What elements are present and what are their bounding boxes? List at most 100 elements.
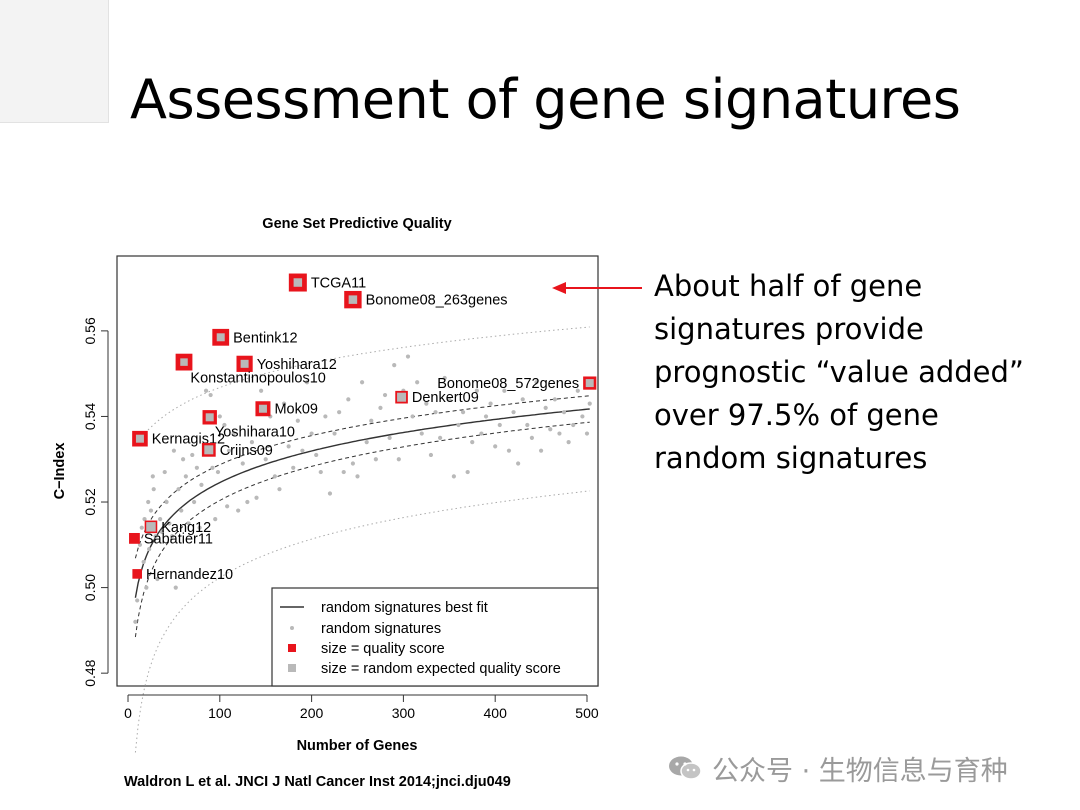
random-signature-point (516, 461, 521, 466)
random-signature-point (438, 435, 443, 440)
random-signature-point (506, 448, 512, 453)
random-signature-point (415, 380, 420, 385)
random-signature-point (281, 401, 287, 406)
callout-text: About half of gene signatures provide pr… (654, 265, 1054, 480)
signature-label: Bonome08_263genes (366, 293, 508, 309)
random-signature-point (538, 448, 544, 453)
random-signature-point (525, 422, 530, 428)
random-signature-point (424, 401, 429, 406)
inner-band-lower (134, 421, 590, 638)
random-signature-point (162, 469, 167, 475)
slide-title: Assessment of gene signatures (130, 68, 961, 131)
random-signature-point (254, 495, 259, 500)
y-tick-label: 0.50 (82, 574, 98, 601)
random-signature-point (133, 619, 138, 624)
random-signature-point (159, 529, 165, 535)
signature-expected-marker (204, 445, 214, 455)
signature-label: Kang12 (161, 520, 211, 536)
callout-line: prognostic “value added” (654, 355, 1024, 389)
signature-label: Yoshihara12 (257, 357, 337, 373)
random-signature-point (392, 363, 397, 368)
random-signature-point (147, 546, 152, 552)
x-axis-label: Number of Genes (297, 738, 418, 754)
random-signature-point (341, 469, 346, 475)
random-signature-point (309, 431, 314, 436)
random-signature-point (263, 457, 268, 462)
random-signature-point (520, 397, 525, 402)
random-signature-point (141, 559, 146, 565)
random-signature-point (180, 457, 186, 462)
random-signature-point (231, 431, 236, 436)
outer-band-lower (134, 490, 590, 753)
random-signature-point (465, 469, 470, 475)
random-signature-point (337, 410, 342, 415)
callout-arrow (552, 282, 642, 294)
random-signature-point (213, 517, 218, 522)
random-signature-point (587, 401, 592, 406)
random-signature-point (153, 534, 158, 539)
signature-expected-marker (397, 392, 407, 402)
y-tick-label: 0.48 (82, 659, 98, 686)
random-signature-point (474, 388, 479, 393)
random-signature-point (355, 474, 360, 479)
random-signature-point (364, 440, 369, 445)
random-signature-point (497, 422, 502, 428)
random-signature-point (240, 461, 245, 466)
signature-expected-marker (146, 522, 156, 532)
random-signature-point (378, 405, 383, 410)
random-signature-point (179, 508, 184, 513)
random-signature-point (210, 465, 215, 470)
random-signature-point (142, 517, 147, 522)
random-signature-point (291, 465, 296, 470)
random-signature-point (534, 380, 539, 385)
random-signature-point (186, 521, 191, 526)
random-signature-point (575, 388, 580, 393)
random-signature-point (447, 397, 452, 402)
random-signature-point (155, 576, 160, 582)
y-tick-label: 0.52 (82, 488, 98, 515)
x-tick-label: 300 (392, 705, 416, 721)
random-signature-point (192, 499, 197, 505)
random-signature-point (359, 380, 365, 385)
callout-line: random signatures (654, 441, 928, 475)
random-signature-point (350, 461, 356, 466)
random-signature-point (410, 414, 415, 419)
signature-label: Bonome08_572genes (437, 376, 579, 392)
outer-band-upper (135, 326, 590, 444)
signature-label: Bentink12 (233, 330, 298, 346)
watermark-text: 公众号 · 生物信息与育种 (712, 755, 1008, 787)
random-signature-point (405, 354, 411, 359)
random-signature-point (286, 444, 291, 449)
y-tick-label: 0.56 (82, 317, 98, 344)
callout-line: About half of gene (654, 269, 923, 303)
watermark: 公众号 · 生物信息与育种 (668, 748, 1008, 788)
legend-label: size = random expected quality score (321, 661, 561, 677)
random-signature-point (146, 499, 151, 505)
signature-expected-marker (348, 295, 358, 304)
random-signature-point (199, 482, 204, 488)
signature-expected-marker (135, 434, 144, 443)
signature-expected-marker (293, 278, 303, 287)
random-signature-point (190, 452, 195, 458)
signature-expected-marker (180, 358, 188, 366)
legend-label: random signatures (321, 621, 441, 637)
random-signature-point (208, 392, 213, 398)
random-signature-point (176, 487, 181, 492)
random-signature-point (571, 422, 576, 428)
signature-label: TCGA11 (311, 276, 366, 292)
random-signature-point (158, 517, 163, 522)
legend-grey-swatch (288, 664, 296, 672)
signature-expected-marker (240, 359, 249, 368)
random-signature-point (151, 487, 156, 492)
random-signature-point (314, 452, 319, 458)
random-signature-point (529, 435, 535, 440)
random-signature-point (167, 521, 172, 526)
callout-line: over 97.5% of gene (654, 398, 939, 432)
random-signature-points (133, 354, 592, 624)
signature-label: Hernandez10 (146, 567, 233, 583)
random-signature-point (387, 435, 392, 440)
random-signature-point (433, 410, 438, 415)
random-signature-point (323, 414, 328, 419)
